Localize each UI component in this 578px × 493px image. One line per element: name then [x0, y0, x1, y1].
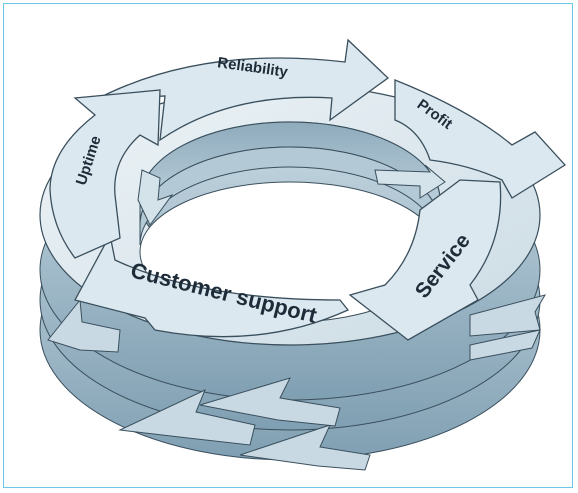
- layer-arrow-icon: [199, 377, 341, 427]
- profit-arrow: [394, 79, 567, 199]
- layer-arrow-icon: [469, 294, 547, 337]
- reliability-arrow: [94, 38, 390, 142]
- service-arrow: [348, 179, 502, 341]
- layer-arrow-icon: [118, 389, 256, 446]
- inner-arrow-icon: [137, 169, 174, 226]
- inner-arrows: [137, 164, 446, 226]
- layer-arrow-icon: [469, 329, 541, 361]
- cycle-arrows: [49, 38, 567, 341]
- layer-arrows: [47, 294, 547, 471]
- customer-support-arrow: [74, 233, 350, 338]
- uptime-arrow: [49, 89, 161, 259]
- inner-arrow-icon: [374, 164, 446, 199]
- ring-inner-walls: [139, 121, 441, 323]
